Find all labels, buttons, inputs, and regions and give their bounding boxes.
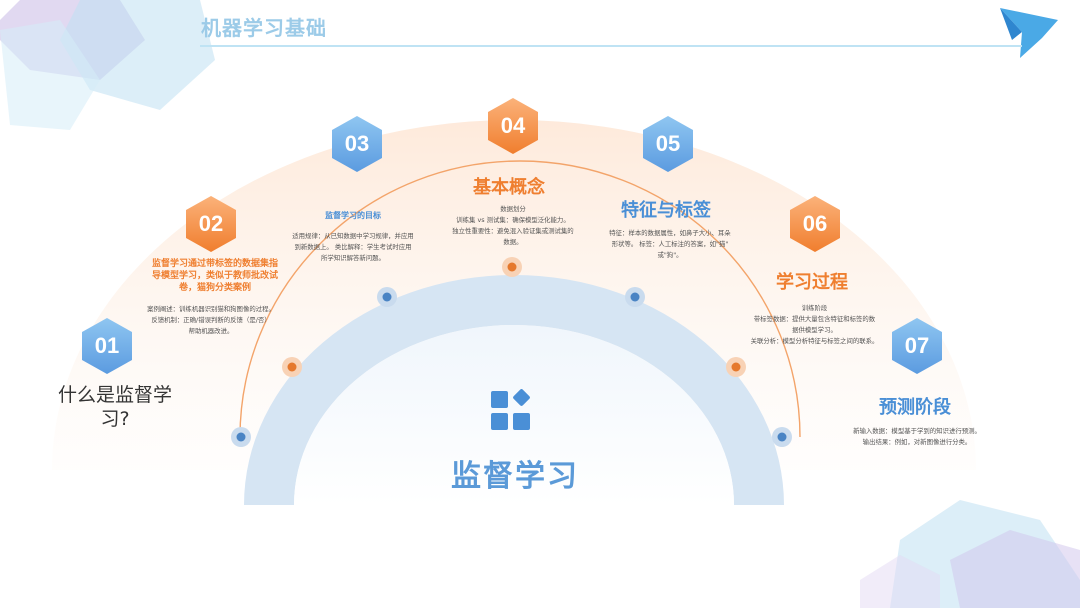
step-05-body: 特征：样本的数据属性，如鼻子大小、耳朵 形状等。 标签：人工标注的答案，如"猫"… <box>600 228 740 261</box>
arc-dots <box>231 257 792 447</box>
title-underline <box>200 45 1022 47</box>
step-03-body: 适用规律：从已知数据中学习规律，并应用 到新数据上。 类比解释：学生考试时应用 … <box>283 231 423 264</box>
step-02-subtitle-line3: 卷，猫狗分类案例 <box>178 283 251 293</box>
step-06-heading: 学习过程 <box>776 272 848 293</box>
decor-hex-br2 <box>950 530 1080 608</box>
center-title: 监督学习 <box>451 459 579 494</box>
step-06-body-line1: 训练阶段 <box>801 304 828 312</box>
step-03-body-line2: 到新数据上。 类比解释：学生考试时应用 <box>294 243 412 251</box>
step-05-body-line1: 特征：样本的数据属性，如鼻子大小、耳朵 <box>609 229 731 237</box>
step-01-heading: 什么是监督学 习? <box>50 383 180 431</box>
step-05-body-line2: 形状等。 标签：人工标注的答案，如"猫" <box>611 240 729 248</box>
step-06-body-line3: 据供模型学习。 <box>792 326 837 334</box>
step-02-subtitle-line1: 监督学习通过带标签的数据集指 <box>151 259 278 269</box>
apps-grid-icon <box>491 389 530 430</box>
step-04-body: 数据划分 训练集 vs 测试集：确保模型泛化能力。 独立性重要性：避免混入验证集… <box>443 204 583 248</box>
step-04-heading: 基本概念 <box>473 177 545 198</box>
step-02-body: 案例阐述：训练机器识别猫和狗图像的过程。 反馈机制：正确/错误判断的反馈（是/否… <box>136 304 286 337</box>
step-02-subtitle: 监督学习通过带标签的数据集指 导模型学习，类似于教师批改试 卷，猫狗分类案例 <box>140 258 290 294</box>
step-02-subtitle-line2: 导模型学习，类似于教师批改试 <box>151 271 278 281</box>
decor-hex-light <box>0 20 100 130</box>
step-05-heading: 特征与标签 <box>621 200 711 221</box>
step-07-body-line1: 新输入数据：模型基于学到的知识进行预测。 <box>853 427 981 435</box>
step-06-body: 训练阶段 带标签数据：提供大量包含特征和标签的数 据供模型学习。 关联分析：模型… <box>742 303 887 347</box>
page-title: 机器学习基础 <box>201 16 327 40</box>
step-02-body-line2: 反馈机制：正确/错误判断的反馈（是/否） <box>151 316 271 324</box>
step-badge-01: 01 <box>82 318 132 374</box>
decor-hex-blue <box>60 0 215 110</box>
step-badge-03: 03 <box>332 116 382 172</box>
blue-ring <box>244 275 784 505</box>
step-07-body: 新输入数据：模型基于学到的知识进行预测。 输出结果：例如，对新图像进行分类。 <box>846 426 988 448</box>
step-01-heading-line1: 什么是监督学 <box>57 384 172 406</box>
step-07-body-line2: 输出结果：例如，对新图像进行分类。 <box>862 438 972 446</box>
step-03-body-line3: 所学知识解答新问题。 <box>321 254 385 262</box>
step-03-subtitle: 监督学习的目标 <box>325 211 381 220</box>
step-06-body-line4: 关联分析：模型分析特征与标签之间的联系。 <box>750 337 879 345</box>
step-01-heading-line2: 习? <box>100 408 130 430</box>
step-07-heading: 预测阶段 <box>879 397 951 418</box>
step-04-body-line4: 数据。 <box>503 238 523 246</box>
step-06-body-line2: 带标签数据：提供大量包含特征和标签的数 <box>753 315 876 323</box>
decor-hex-br3 <box>860 555 940 608</box>
crane-logo-icon <box>1000 8 1058 58</box>
step-04-body-line3: 独立性重要性：避免混入验证集或测试集的 <box>452 227 574 235</box>
step-05-body-line3: 或"狗"。 <box>657 251 683 259</box>
step-04-body-line1: 数据划分 <box>500 205 526 213</box>
step-03-body-line1: 适用规律：从已知数据中学习规律，并应用 <box>292 232 414 240</box>
step-02-body-line1: 案例阐述：训练机器识别猫和狗图像的过程。 <box>147 305 275 313</box>
step-04-body-line2: 训练集 vs 测试集：确保模型泛化能力。 <box>456 216 570 224</box>
step-02-body-line3: 帮助机器改进。 <box>188 327 234 335</box>
orange-arc <box>239 160 801 438</box>
